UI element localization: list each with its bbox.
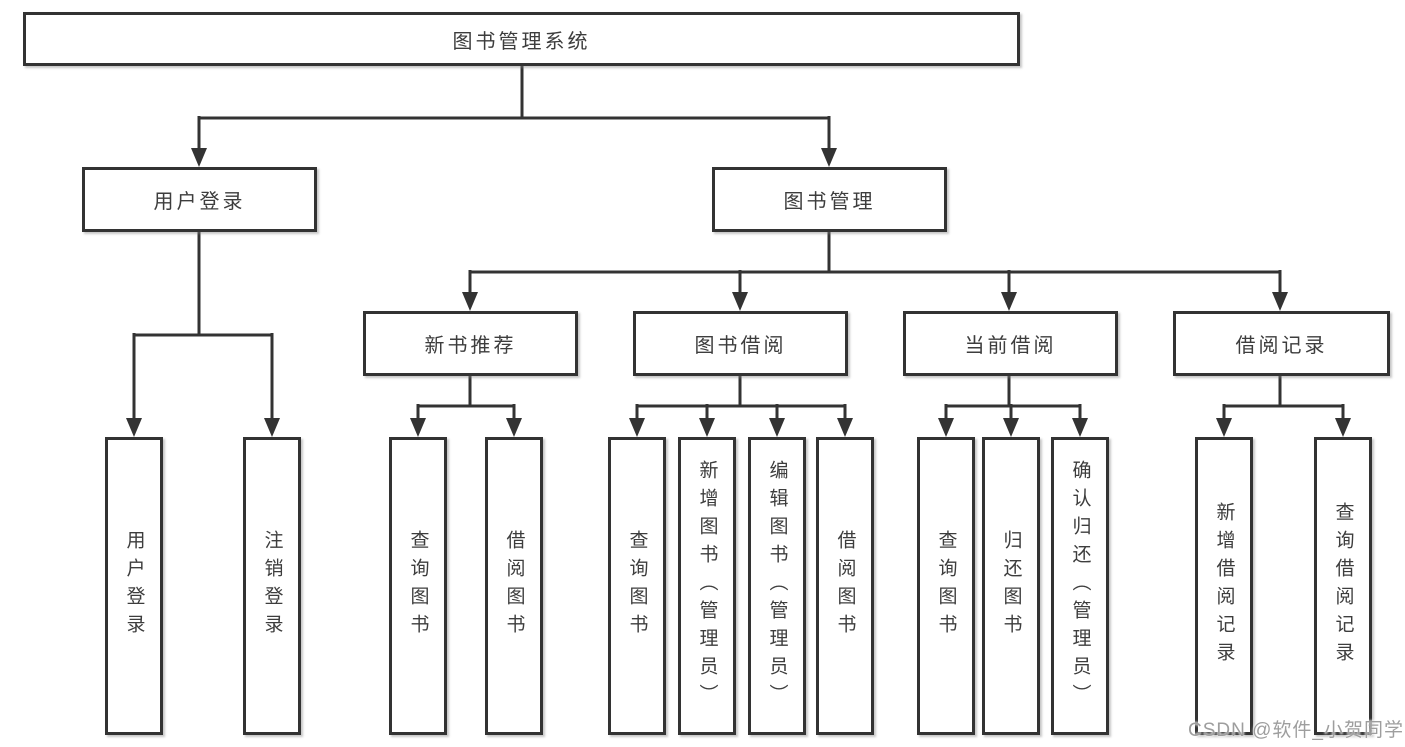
leaf-confirm-return-admin: 确认归还（管理员） (1051, 437, 1109, 735)
node-label: 图书借阅 (694, 335, 787, 357)
node-module-current-borrow: 当前借阅 (903, 311, 1118, 376)
node-label: 编辑图书（管理员） (766, 460, 788, 712)
leaf-add-books-admin: 新增图书（管理员） (678, 437, 736, 735)
node-label: 新增图书（管理员） (696, 460, 718, 712)
leaf-return-books: 归还图书 (982, 437, 1040, 735)
node-book-management: 图书管理 (712, 167, 947, 232)
node-label: 当前借阅 (964, 335, 1057, 357)
node-module-new-books: 新书推荐 (363, 311, 578, 376)
node-label: 查询图书 (407, 530, 429, 642)
node-label: 用户登录 (123, 530, 145, 642)
node-label: 查询图书 (935, 530, 957, 642)
node-label: 归还图书 (1000, 530, 1022, 642)
node-label: 借阅记录 (1235, 335, 1328, 357)
node-label: 确认归还（管理员） (1069, 460, 1091, 712)
watermark: CSDN @软件_小贺同学 (1188, 720, 1404, 741)
node-label: 借阅图书 (503, 530, 525, 642)
leaf-borrow-books-borrow: 借阅图书 (816, 437, 874, 735)
leaf-borrow-books-newbooks: 借阅图书 (485, 437, 543, 735)
leaf-query-books-current: 查询图书 (917, 437, 975, 735)
node-label: 借阅图书 (834, 530, 856, 642)
node-label: 用户登录 (153, 191, 246, 213)
node-root: 图书管理系统 (23, 12, 1020, 66)
node-module-borrow-records: 借阅记录 (1173, 311, 1390, 376)
leaf-edit-books-admin: 编辑图书（管理员） (748, 437, 806, 735)
leaf-add-borrow-record: 新增借阅记录 (1195, 437, 1253, 735)
leaf-query-books-newbooks: 查询图书 (389, 437, 447, 735)
node-label: 新增借阅记录 (1213, 502, 1235, 670)
leaf-logout: 注销登录 (243, 437, 301, 735)
node-label: 图书管理 (783, 191, 876, 213)
leaf-query-borrow-record: 查询借阅记录 (1314, 437, 1372, 735)
node-module-book-borrow: 图书借阅 (633, 311, 848, 376)
node-label: 查询图书 (626, 530, 648, 642)
node-label: 查询借阅记录 (1332, 502, 1354, 670)
arrowheads (126, 148, 1351, 437)
node-label: 新书推荐 (424, 335, 517, 357)
node-label: 图书管理系统 (452, 30, 591, 53)
leaf-query-books-borrow: 查询图书 (608, 437, 666, 735)
leaf-user-login: 用户登录 (105, 437, 163, 735)
node-label: 注销登录 (261, 530, 283, 642)
node-user-login: 用户登录 (82, 167, 317, 232)
